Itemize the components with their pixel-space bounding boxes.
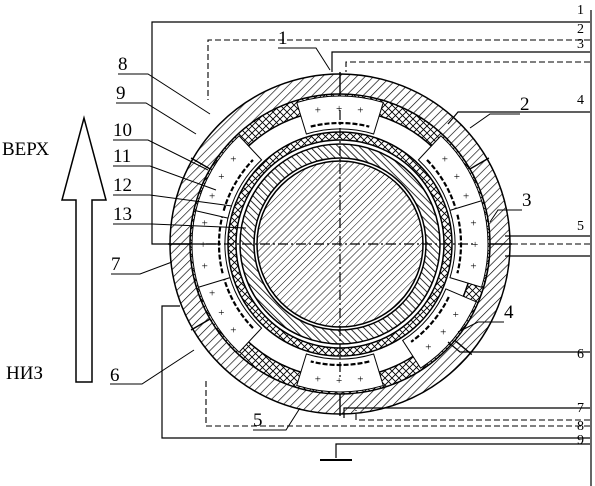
callout-label: 10	[113, 120, 132, 141]
callout-5: 5	[253, 407, 301, 431]
charge-mark: +	[357, 105, 363, 117]
callout-13: 13	[113, 204, 247, 229]
electrode-pad	[195, 135, 263, 219]
pad-terminal	[190, 318, 211, 331]
electrode-pad	[401, 288, 477, 369]
callout-leader	[113, 139, 209, 171]
charge-mark: +	[200, 239, 206, 251]
callout-leader	[111, 261, 173, 275]
wire-label: 1	[577, 3, 584, 18]
charge-mark: +	[230, 153, 236, 165]
callout-leader	[113, 194, 233, 207]
electrode-pads: ++++++++++++++++++++++++	[168, 72, 512, 416]
charge-mark: +	[440, 326, 446, 338]
wire-label: 2	[577, 22, 584, 37]
wiring	[151, 21, 590, 461]
charge-mark: +	[209, 288, 215, 300]
charge-mark: +	[218, 307, 224, 319]
charge-mark: +	[336, 103, 342, 115]
callout-leader	[113, 165, 217, 191]
callout-12: 12	[113, 175, 233, 207]
callout-leader	[253, 407, 301, 431]
callout-label: 6	[110, 365, 120, 386]
wire-label: 4	[577, 93, 584, 108]
sensor-body: ++++++++++++++++++++++++	[168, 72, 512, 416]
callout-6: 6	[110, 349, 195, 386]
charge-mark: +	[230, 325, 236, 337]
charge-mark: +	[315, 373, 321, 385]
charge-mark: +	[357, 373, 363, 385]
callout-9: 9	[116, 83, 197, 135]
callout-leader	[489, 209, 522, 223]
callout-label: 7	[111, 254, 121, 275]
callout-leader	[469, 113, 520, 129]
charge-arc	[426, 159, 458, 211]
charge-mark: +	[218, 171, 224, 183]
callout-leader	[113, 223, 247, 229]
callout-leader	[457, 321, 504, 333]
charge-mark: +	[472, 239, 478, 251]
callout-11: 11	[113, 146, 217, 191]
wire-label: 8	[577, 419, 584, 434]
callout-2: 2	[469, 94, 530, 129]
callout-leader	[116, 102, 197, 135]
charge-mark: +	[470, 260, 476, 272]
callout-label: 12	[113, 175, 132, 196]
callout-label: 5	[253, 410, 263, 431]
charge-mark: +	[315, 105, 321, 117]
wire-label: 9	[577, 433, 584, 448]
callout-label: 3	[522, 190, 532, 211]
callout-10: 10	[113, 120, 209, 171]
callout-label: 9	[116, 83, 126, 104]
electrode-pad	[449, 200, 489, 288]
callout-3: 3	[489, 190, 532, 223]
charge-mark: +	[442, 153, 448, 165]
charge-mark: +	[463, 190, 469, 202]
direction-down-label: НИЗ	[6, 363, 43, 384]
wire-label: 6	[577, 347, 584, 362]
charge-mark: +	[202, 218, 208, 230]
callout-leader	[118, 73, 211, 115]
charge-mark: +	[453, 309, 459, 321]
callout-1: 1	[278, 28, 331, 71]
wire-label: 5	[577, 219, 584, 234]
wire-label: 3	[577, 37, 584, 52]
pad-terminal	[469, 157, 490, 170]
direction-up-label: ВЕРХ	[2, 139, 50, 160]
callout-label: 4	[504, 302, 514, 323]
charge-arc	[222, 277, 254, 329]
callout-label: 11	[113, 146, 131, 167]
callout-leader	[110, 349, 195, 385]
charge-mark: +	[202, 260, 208, 272]
charge-mark: +	[425, 342, 431, 354]
pad-terminal	[190, 157, 211, 170]
callout-label: 1	[278, 28, 288, 49]
charge-mark: +	[470, 218, 476, 230]
callout-leader	[278, 47, 331, 71]
callout-8: 8	[118, 54, 211, 115]
direction-arrow	[61, 115, 107, 383]
charge-arc	[222, 159, 254, 211]
charge-mark: +	[454, 171, 460, 183]
wire-label: 7	[577, 401, 584, 416]
callout-4: 4	[457, 302, 514, 333]
charge-arc	[410, 296, 450, 343]
callout-label: 2	[520, 94, 530, 115]
charge-mark: +	[209, 190, 215, 202]
callout-label: 8	[118, 54, 128, 75]
callout-label: 13	[113, 204, 132, 225]
callout-7: 7	[111, 254, 173, 275]
charge-mark: +	[336, 375, 342, 387]
